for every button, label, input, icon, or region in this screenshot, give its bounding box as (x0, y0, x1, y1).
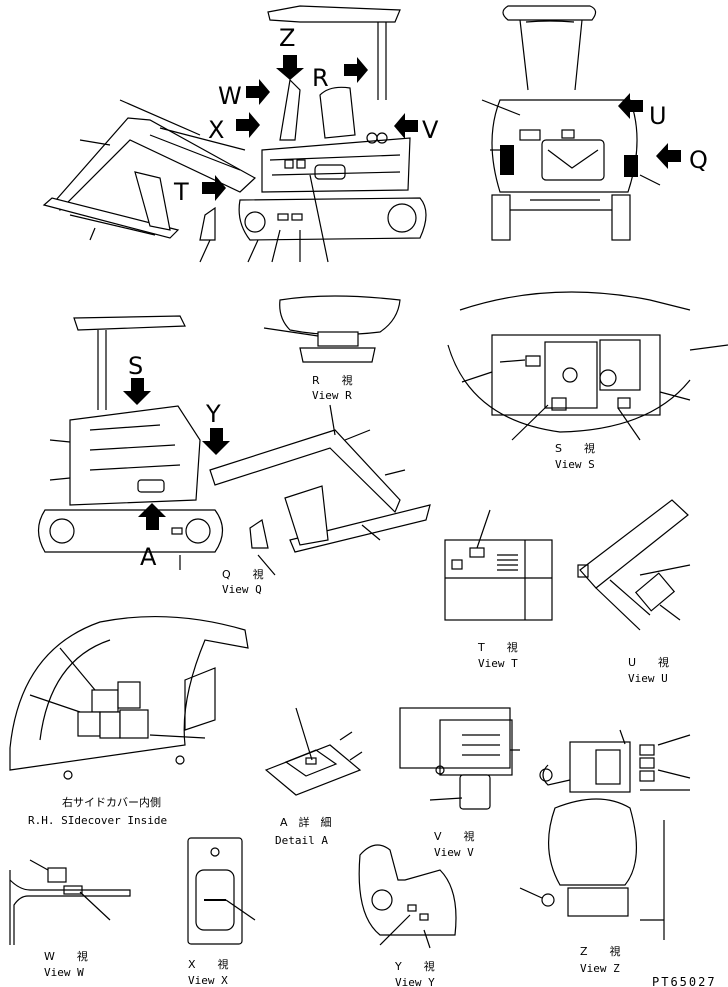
letter-w: W (218, 82, 242, 110)
view-w-drawing (9, 859, 131, 945)
detail-a-drawing (264, 707, 363, 796)
rh-sidecover-title-jp: 右サイドカバー内側 (62, 795, 161, 809)
letter-a: A (140, 543, 157, 571)
letter-r: R (312, 64, 329, 92)
letter-q: Q (689, 146, 708, 174)
view-y-title-jp: Y 視 (394, 959, 435, 973)
drawing-code: PT65027 (652, 975, 717, 987)
rh-sidecover-title-en: R.H. SIdecover Inside (28, 814, 167, 827)
arrow-w-icon (246, 79, 270, 105)
rh-sidecover-drawing (9, 615, 249, 780)
view-y-drawing (358, 844, 457, 949)
view-s-title-jp: S 視 (555, 441, 595, 455)
callout-arrows-top (202, 55, 418, 201)
view-z-title-jp: Z 視 (580, 944, 621, 958)
view-z-drawing (519, 729, 691, 940)
view-r-title-en: View R (312, 389, 352, 402)
view-x-drawing (187, 837, 256, 945)
view-w-title-en: View W (44, 966, 84, 979)
view-v-title-en: View V (434, 846, 474, 859)
arrow-y-icon (202, 428, 230, 455)
letter-v: V (422, 116, 439, 144)
detail-a-title-en: Detail A (275, 834, 328, 847)
arrow-v-icon (394, 113, 418, 139)
arrow-t-icon (202, 175, 226, 201)
view-u-drawing (577, 499, 691, 631)
view-z-title-en: View Z (580, 962, 620, 975)
view-r-drawing (263, 295, 401, 363)
view-t-title-en: View T (478, 657, 518, 670)
arrow-x-icon (236, 112, 260, 138)
letter-t: T (173, 178, 189, 206)
detail-a-title-jp: A 詳 細 (280, 815, 332, 829)
letter-s: S (128, 352, 143, 380)
view-r-title-jp: R 視 (312, 373, 353, 387)
view-s-title-en: View S (555, 458, 595, 471)
arrow-z-icon (276, 55, 304, 80)
view-u-title-en: View U (628, 672, 668, 685)
excavator-rear-view (481, 5, 661, 241)
excavator-side-view (42, 5, 427, 263)
view-q-title-jp: Q 視 (222, 567, 264, 581)
view-v-drawing (399, 707, 520, 810)
view-y-title-en: View Y (395, 976, 435, 987)
view-u-title-jp: U 視 (628, 655, 669, 669)
view-q-title-en: View Q (222, 583, 262, 596)
letter-z: Z (279, 24, 295, 52)
arrow-r-icon (344, 57, 368, 83)
view-w-title-jp: W 視 (44, 949, 88, 963)
view-x-title-jp: X 視 (188, 957, 229, 971)
arrow-a-icon (138, 503, 166, 530)
arrow-s-icon (123, 378, 151, 405)
view-t-drawing (444, 509, 553, 621)
view-t-title-jp: T 視 (477, 640, 518, 654)
letter-x: X (208, 116, 224, 144)
arrow-q-icon (656, 143, 681, 169)
view-s-drawing (447, 291, 728, 441)
view-v-title-jp: V 視 (434, 829, 475, 843)
letter-y: Y (205, 400, 221, 428)
letter-u: U (649, 102, 667, 130)
view-x-title-en: View X (188, 974, 228, 987)
excavator-left-view (37, 315, 431, 576)
arrow-u-icon (618, 93, 643, 119)
